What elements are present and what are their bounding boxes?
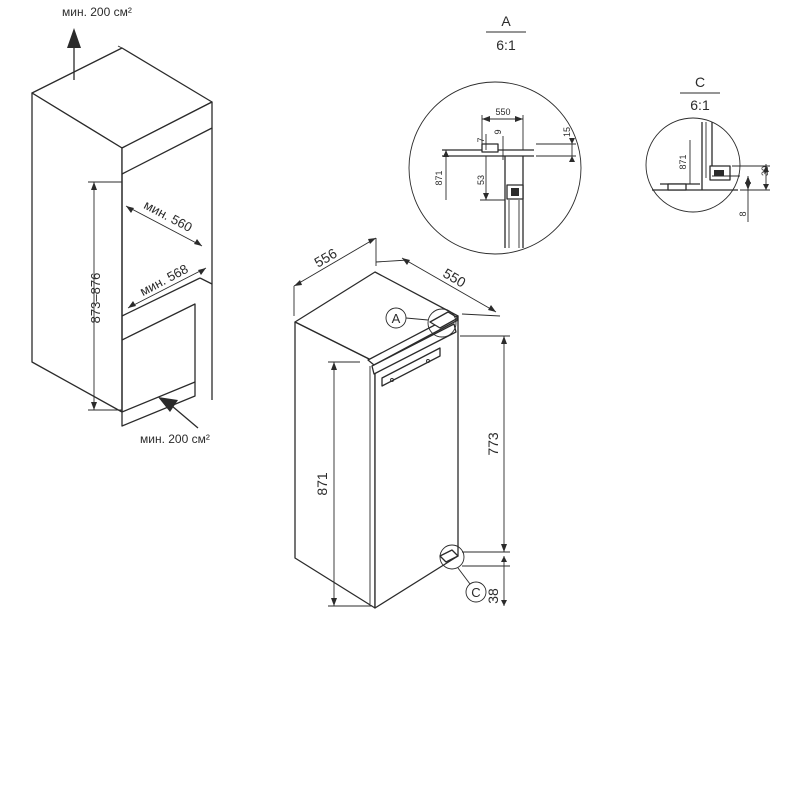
vent-bottom-label: мин. 200 см² (140, 432, 210, 446)
appliance-depth-dimension (293, 237, 377, 316)
detail-c: C 6:1 871 30 8 (645, 74, 770, 222)
niche-height-dimension (88, 181, 122, 411)
detail-a: A 6:1 550 15 9 7 871 (408, 13, 582, 255)
detail-c-letter: C (695, 74, 705, 90)
appliance-top-bracket (381, 347, 441, 387)
appliance-bottom-gap-dimension (462, 556, 510, 606)
appliance-bottom-gap-label: 38 (485, 588, 501, 604)
detail-a-letter: A (501, 13, 511, 29)
callout-a-label: A (392, 311, 401, 326)
niche-left-face (31, 92, 123, 413)
niche-plinth (121, 381, 196, 427)
detail-a-dim-53: 53 (476, 175, 486, 185)
detail-c-scale: 6:1 (690, 97, 710, 113)
niche-height-label: 873–876 (88, 273, 103, 324)
detail-a-circle (408, 81, 582, 255)
appliance-drawing: A C 556 550 (293, 237, 510, 609)
callout-c-label: C (471, 585, 480, 600)
detail-c-circle (645, 117, 741, 213)
detail-c-dim-871: 871 (678, 154, 688, 169)
detail-a-dim-871: 871 (434, 170, 444, 185)
detail-a-dim-550: 550 (495, 107, 510, 117)
appliance-width-label: 550 (440, 265, 468, 291)
appliance-door-height-label: 773 (485, 432, 501, 456)
detail-a-dim-7: 7 (476, 137, 486, 142)
detail-a-scale: 6:1 (496, 37, 516, 53)
appliance-door-height-dimension (460, 335, 510, 553)
callout-a-marker (385, 307, 457, 338)
appliance-height-label: 871 (314, 472, 330, 496)
appliance-depth-label: 556 (311, 245, 339, 271)
vent-arrow-bottom-icon (158, 397, 199, 429)
detail-c-dim-8: 8 (738, 211, 748, 216)
appliance-height-dimension (328, 361, 372, 607)
appliance-width-dimension (375, 257, 501, 317)
niche-width-560-dimension (125, 205, 203, 247)
detail-a-dim-9: 9 (493, 129, 503, 134)
niche-drawing: мин. 200 см² мин. 200 см² 873–876 мин. 5… (31, 5, 213, 446)
vent-arrow-top-icon (67, 28, 81, 80)
detail-a-dim-15: 15 (562, 127, 572, 137)
callout-c-marker (439, 544, 487, 603)
niche-width-568-dimension (127, 267, 207, 309)
detail-c-dim-30: 30 (760, 166, 770, 176)
vent-top-label: мин. 200 см² (62, 5, 132, 19)
niche-width-560-label: мин. 560 (142, 197, 195, 235)
